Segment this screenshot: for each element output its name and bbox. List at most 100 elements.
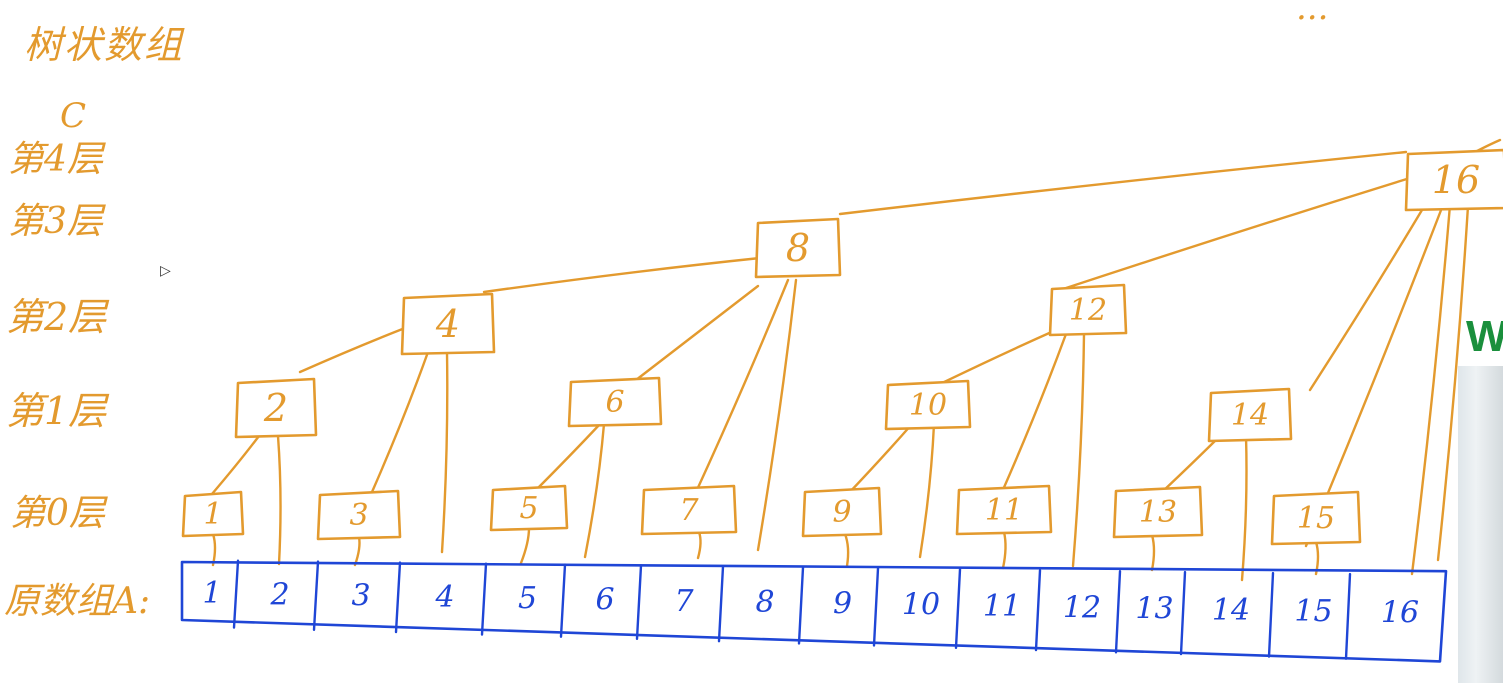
- array-cell-5: 5: [518, 581, 537, 616]
- node-label: 4: [435, 302, 460, 346]
- tree-node-10: 10: [884, 379, 972, 431]
- array-divider: [232, 559, 240, 629]
- array-divider: [797, 566, 805, 645]
- array-divider: [1034, 569, 1042, 652]
- tree-link: [1001, 530, 1007, 570]
- node-box: [801, 486, 883, 538]
- title: 树状数组: [24, 23, 185, 67]
- tree-node-7: 7: [640, 484, 738, 536]
- side-panel: [1458, 366, 1503, 683]
- node-label: 1: [203, 497, 222, 532]
- tree-node-9: 9: [801, 486, 883, 538]
- array-cell-2: 2: [269, 577, 289, 612]
- tree-node-3: 3: [316, 489, 402, 541]
- tree-link: [482, 256, 762, 294]
- node-box: [1112, 485, 1204, 539]
- level-0-label: 第0层: [10, 493, 105, 534]
- array-divider: [635, 564, 643, 641]
- array-cell-8: 8: [755, 585, 774, 620]
- level-3-label: 第3层: [8, 201, 103, 242]
- node-box: [1207, 387, 1293, 443]
- array-cell-15: 15: [1294, 594, 1332, 629]
- tree-link: [210, 430, 264, 496]
- array-divider: [559, 563, 567, 638]
- tree-link: [530, 422, 602, 496]
- array-divider: [1344, 572, 1352, 660]
- array-cell-1: 1: [202, 576, 221, 611]
- tree-node-5: 5: [489, 484, 569, 532]
- array-divider: [1179, 570, 1187, 656]
- node-box: [1404, 148, 1503, 212]
- node-box: [181, 490, 245, 538]
- mouse-cursor-icon: ▷: [160, 263, 171, 279]
- node-box: [1270, 490, 1362, 546]
- original-array-label: 原数组A:: [4, 581, 151, 622]
- array-cell-13: 13: [1135, 592, 1173, 627]
- array-cell-9: 9: [833, 586, 852, 621]
- tree-link: [1000, 332, 1068, 494]
- tree-link: [634, 284, 760, 382]
- array-divider: [312, 560, 320, 632]
- tree-link: [843, 532, 850, 568]
- tree-link: [1308, 203, 1427, 392]
- array-outline: [180, 560, 1448, 663]
- node-label: 3: [349, 498, 368, 533]
- level-4-label: 第4层: [8, 139, 103, 180]
- array-divider: [872, 567, 880, 647]
- side-logo-text: W: [1466, 312, 1503, 361]
- array-cell-16: 16: [1381, 596, 1419, 631]
- array-divider: [954, 568, 962, 649]
- tree-node-14: 14: [1207, 387, 1293, 443]
- tree-node-11: 11: [955, 484, 1053, 536]
- node-label: 16: [1432, 158, 1480, 202]
- array-cell-6: 6: [595, 583, 614, 618]
- node-box: [640, 484, 738, 536]
- node-box: [489, 484, 569, 532]
- array-divider: [480, 562, 488, 636]
- array-cell-11: 11: [983, 589, 1021, 624]
- tree-link: [1410, 203, 1452, 576]
- tree-link: [1436, 204, 1470, 562]
- tree-node-4: 4: [400, 292, 496, 356]
- node-label: 2: [263, 386, 288, 430]
- tree-link: [1071, 332, 1086, 568]
- tree-link: [353, 535, 361, 567]
- tree-node-15: 15: [1270, 490, 1362, 546]
- array-cell-7: 7: [674, 584, 694, 619]
- node-box: [1048, 283, 1128, 337]
- node-box: [955, 484, 1053, 536]
- array-divider: [1114, 570, 1122, 654]
- tree-node-1: 1: [181, 490, 245, 538]
- node-label: 5: [519, 491, 538, 526]
- c-array-label: C: [60, 96, 87, 136]
- tree-link: [938, 328, 1058, 386]
- tree-node-6: 6: [567, 376, 663, 428]
- tree-node-8: 8: [754, 217, 842, 279]
- tree-link: [838, 150, 1408, 216]
- node-box: [884, 379, 972, 431]
- node-label: 11: [985, 493, 1023, 528]
- array-cell-4: 4: [434, 580, 454, 615]
- level-2-label: 第2层: [6, 295, 107, 339]
- tree-link: [370, 350, 430, 494]
- tree-link: [298, 326, 407, 374]
- tree-link: [519, 526, 531, 565]
- tree-node-13: 13: [1112, 485, 1204, 539]
- tree-link: [440, 350, 449, 554]
- tree-link: [918, 422, 936, 559]
- level-1-label: 第1层: [6, 389, 107, 433]
- tree-link: [1240, 434, 1248, 582]
- node-label: 12: [1069, 293, 1107, 328]
- array-cell-12: 12: [1063, 590, 1101, 625]
- node-label: 9: [832, 495, 851, 530]
- tree-link: [276, 434, 282, 566]
- tree-link: [1150, 533, 1156, 572]
- node-box: [316, 489, 402, 541]
- array-divider: [717, 565, 725, 643]
- tree-link: [211, 532, 217, 567]
- tree-link: [583, 422, 606, 559]
- array-cell-3: 3: [351, 579, 370, 614]
- tree-node-2: 2: [234, 377, 318, 439]
- array-cell-10: 10: [902, 588, 940, 623]
